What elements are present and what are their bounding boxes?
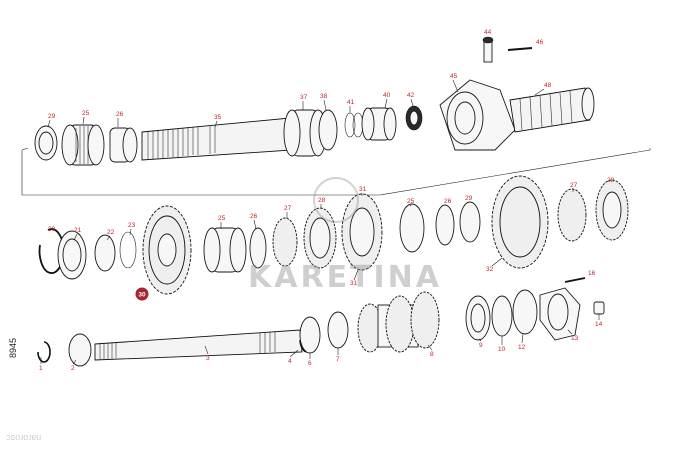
callout-7: 7 [336, 356, 340, 363]
callout-35: 35 [214, 114, 222, 121]
callout-3: 3 [206, 355, 210, 362]
callout-25b: 25 [407, 198, 415, 205]
watermark-text: KARETINA [248, 260, 442, 295]
callout-labels: 29 25 26 35 37 38 41 40 42 45 44 46 48 2… [39, 29, 615, 372]
callout-1: 1 [39, 365, 43, 372]
callout-38: 38 [320, 93, 328, 100]
sleeve-26-mid [249, 227, 267, 269]
gear-27-mid2 [557, 188, 587, 242]
catalog-code: 8945 [8, 338, 18, 358]
callout-29a: 29 [48, 113, 56, 120]
callout-45: 45 [450, 73, 458, 80]
callout-25c: 25 [82, 110, 90, 117]
callout-41: 41 [347, 99, 355, 106]
bolt-16 [564, 277, 586, 283]
callout-28a: 28 [318, 197, 326, 204]
bearing-37 [283, 109, 301, 157]
callout-20: 20 [48, 226, 56, 233]
callout-30: 30 [138, 292, 146, 299]
bearing-2 [68, 333, 92, 367]
callout-12: 12 [518, 344, 526, 351]
callout-28b: 28 [607, 177, 615, 184]
assembly-frame-right [379, 148, 651, 196]
highlight-badge [135, 287, 149, 301]
callout-26b: 26 [444, 198, 452, 205]
callout-44: 44 [484, 29, 492, 36]
lower-shaft-assembly [37, 277, 605, 367]
callout-32: 32 [486, 266, 494, 273]
callout-2: 2 [71, 365, 75, 372]
bearing-6 [299, 316, 321, 354]
callout-46: 46 [536, 39, 544, 46]
ring-29-mid [459, 201, 481, 243]
callout-9: 9 [479, 342, 483, 349]
callout-31a: 31 [359, 186, 367, 193]
callout-40: 40 [383, 92, 391, 99]
countershaft-3 [94, 329, 303, 361]
callout-25a: 25 [218, 215, 226, 222]
screw-46 [507, 47, 533, 51]
corner-mark: ɔꜱoɹoɹɐu [6, 432, 41, 442]
bearing-40 [361, 107, 375, 141]
callout-6: 6 [308, 360, 312, 367]
upper-shaft-assembly [34, 36, 595, 166]
callout-42: 42 [407, 92, 415, 99]
callout-26a: 26 [250, 213, 258, 220]
bearing-25-mid2 [399, 203, 425, 253]
callout-31b: 31 [350, 280, 358, 287]
callout-4: 4 [288, 358, 292, 365]
ring-10 [491, 295, 513, 337]
middle-gear-assembly [38, 175, 629, 295]
callout-14: 14 [595, 321, 603, 328]
callout-22: 22 [107, 229, 115, 236]
callout-16: 16 [588, 270, 596, 277]
assembly-frame-left [21, 150, 380, 196]
callout-27b: 27 [570, 182, 578, 189]
gear-27-mid [272, 217, 298, 267]
callout-8: 8 [430, 351, 434, 358]
assembly-frame-top [21, 147, 29, 151]
callout-21: 21 [74, 227, 82, 234]
sleeve-26-mid2 [435, 204, 455, 246]
plug-14 [593, 301, 605, 315]
snap-ring-41 [344, 112, 356, 138]
callout-26c: 26 [116, 111, 124, 118]
ring-23 [119, 231, 137, 269]
bearing-25-mid [203, 227, 221, 273]
ring-38 [318, 109, 338, 151]
callout-10: 10 [498, 346, 506, 353]
callout-37: 37 [300, 94, 308, 101]
callout-13: 13 [571, 335, 579, 342]
watermark: KARETINA [248, 177, 442, 295]
ring-12 [512, 289, 538, 335]
watermark-logo-icon [313, 177, 359, 223]
main-shaft-35 [141, 117, 293, 161]
callout-23: 23 [128, 222, 136, 229]
bearing-25-upper [61, 124, 79, 166]
circlip-1 [37, 341, 51, 363]
washer-22 [94, 234, 116, 272]
ring-7 [327, 311, 349, 349]
callout-48: 48 [544, 82, 552, 89]
callout-27a: 27 [284, 205, 292, 212]
callout-29b: 29 [465, 195, 473, 202]
